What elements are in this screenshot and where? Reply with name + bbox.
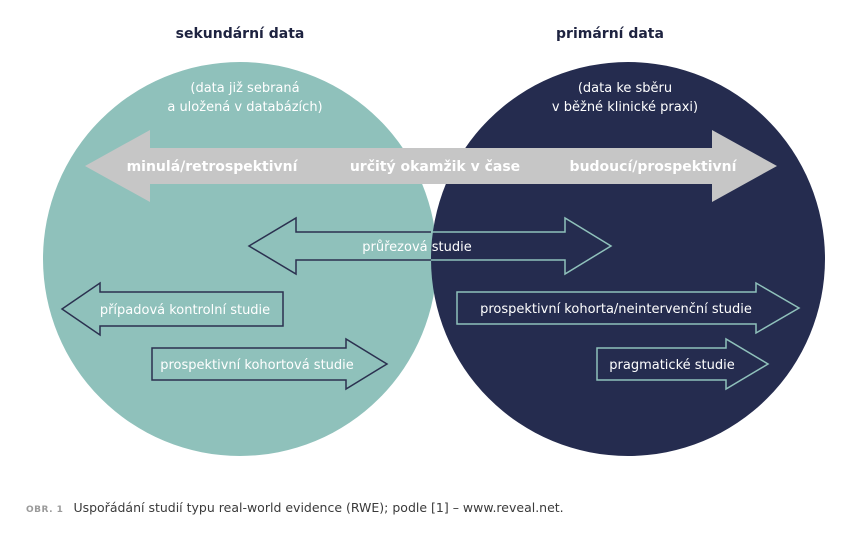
figure-caption-text: Uspořádání studií typu real-world eviden… — [73, 500, 564, 515]
cross-sectional-label: průřezová studie — [362, 240, 471, 255]
figure-caption-label: OBR. 1 — [26, 505, 64, 515]
prospective-cohort-left-arrow — [151, 337, 389, 391]
primary-data-subtitle-1: (data ke sběru — [578, 81, 672, 96]
case-control-arrow — [60, 281, 284, 337]
timeline-arrow — [85, 130, 777, 202]
case-control-label: případová kontrolní studie — [100, 303, 270, 318]
secondary-data-subtitle-2: a uložená v databázích) — [167, 100, 322, 115]
prospective-cohort-right-arrow — [456, 281, 801, 335]
primary-data-circle — [431, 62, 825, 456]
secondary-data-heading: sekundární data — [176, 26, 305, 42]
secondary-data-circle — [43, 62, 437, 456]
cross-sectional-arrow — [247, 216, 613, 276]
timeline-label-future: budoucí/prospektivní — [570, 159, 738, 175]
pragmatic-arrow — [596, 337, 770, 391]
pragmatic-label: pragmatické studie — [609, 358, 734, 373]
timeline-label-now: určitý okamžik v čase — [350, 159, 520, 175]
figure-caption: OBR. 1 Uspořádání studií typu real-world … — [26, 500, 564, 515]
primary-data-heading: primární data — [556, 26, 664, 42]
primary-data-subtitle-2: v běžné klinické praxi) — [552, 100, 698, 115]
study-diagram: sekundární data primární data (data již … — [43, 26, 825, 456]
prospective-cohort-left-label: prospektivní kohortová studie — [160, 358, 354, 373]
prospective-cohort-right-label: prospektivní kohorta/neintervenční studi… — [480, 302, 752, 317]
timeline-label-past: minulá/retrospektivní — [127, 159, 299, 175]
secondary-data-subtitle-1: (data již sebraná — [190, 81, 299, 96]
